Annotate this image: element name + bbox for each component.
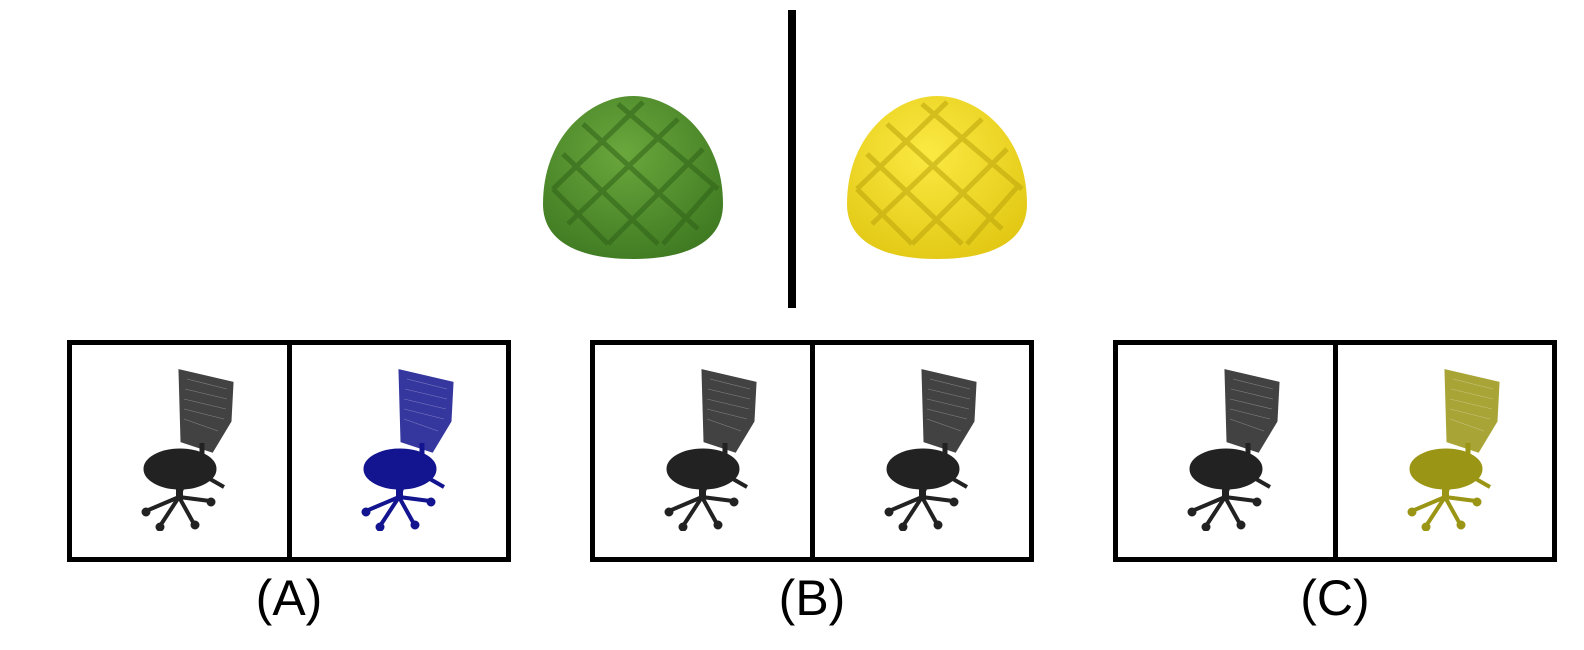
option-c-label: (C) — [1300, 570, 1370, 626]
black-chair-icon — [884, 369, 977, 531]
option-c-right-cell — [1332, 345, 1553, 557]
black-chair-icon — [664, 369, 757, 531]
option-a-label: (A) — [255, 570, 323, 626]
option-a-right-cell — [286, 345, 507, 557]
black-chair-icon — [141, 369, 234, 531]
option-b-panel[interactable] — [590, 340, 1034, 562]
option-b-right-cell — [809, 345, 1030, 557]
option-b-label: (B) — [778, 570, 846, 626]
black-chair-icon — [1187, 369, 1280, 531]
olive-chair-icon — [1407, 369, 1500, 531]
blue-chair-icon — [361, 369, 454, 531]
option-a-panel[interactable] — [67, 340, 511, 562]
yellow-bun-icon — [847, 96, 1027, 259]
option-c-panel[interactable] — [1113, 340, 1557, 562]
option-c-left-cell — [1118, 345, 1333, 557]
option-a-left-cell — [72, 345, 287, 557]
option-b-left-cell — [595, 345, 810, 557]
green-bun-icon — [543, 96, 723, 259]
reference-divider — [788, 10, 796, 308]
